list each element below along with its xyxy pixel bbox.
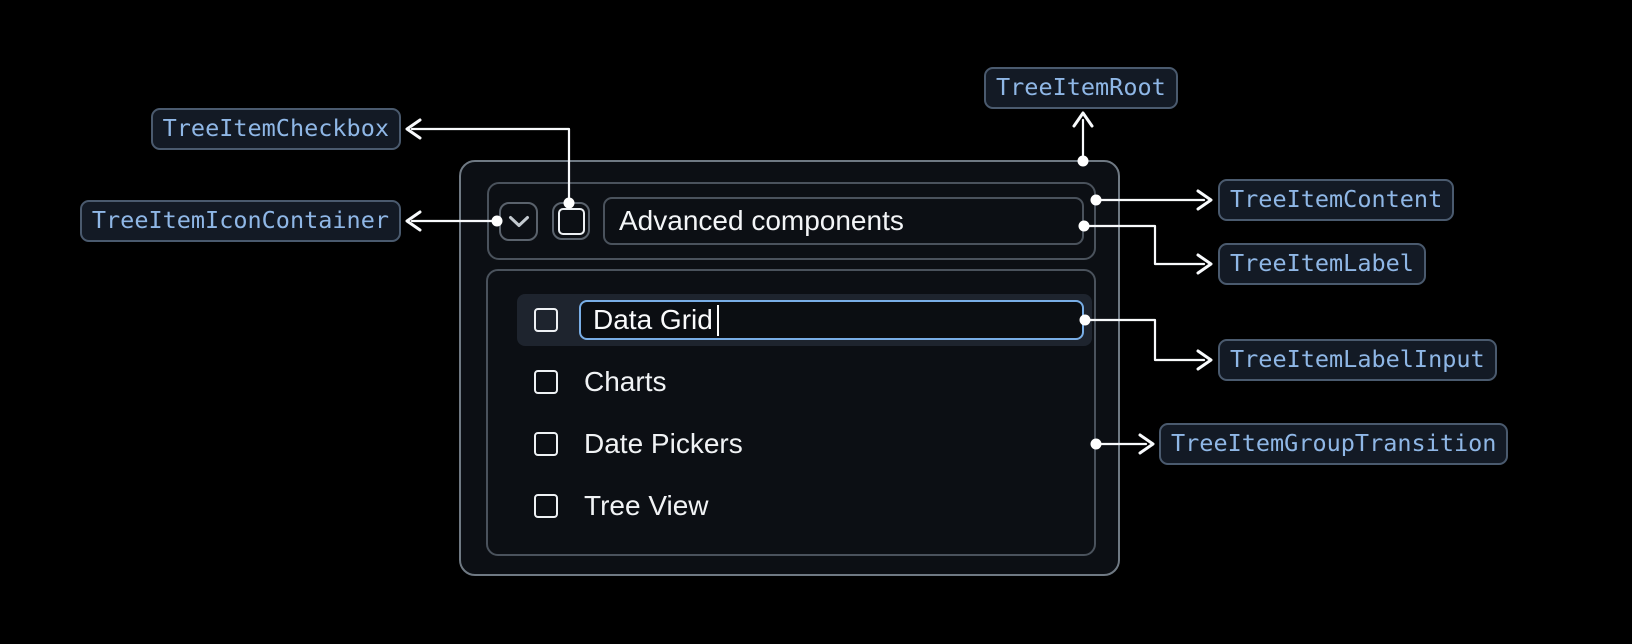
row-checkbox[interactable] bbox=[534, 370, 558, 394]
label-input-value: Data Grid bbox=[593, 304, 713, 335]
annotation-text: TreeItemRoot bbox=[996, 73, 1166, 102]
tree-item-root bbox=[459, 160, 1120, 576]
annotation-tree-item-checkbox: TreeItemCheckbox bbox=[150, 108, 401, 150]
tree-item-label-input[interactable]: Data Grid bbox=[579, 300, 1084, 340]
tree-item-checkbox[interactable] bbox=[552, 202, 590, 240]
annotation-tree-item-label: TreeItemLabel bbox=[1218, 243, 1426, 285]
tree-row[interactable]: Charts bbox=[486, 356, 1096, 408]
row-checkbox[interactable] bbox=[534, 432, 558, 456]
arrowhead-right-icon bbox=[1196, 349, 1213, 371]
chevron-down-icon bbox=[508, 215, 530, 228]
tree-row[interactable]: Tree View bbox=[486, 480, 1096, 532]
annotation-text: TreeItemIconContainer bbox=[91, 206, 389, 235]
annotation-tree-item-label-input: TreeItemLabelInput bbox=[1218, 339, 1497, 381]
arrowhead-right-icon bbox=[1196, 253, 1213, 275]
annotation-tree-item-root: TreeItemRoot bbox=[984, 67, 1178, 109]
arrowhead-left-icon bbox=[405, 210, 422, 232]
tree-row[interactable]: Date Pickers bbox=[486, 418, 1096, 470]
annotation-tree-item-content: TreeItemContent bbox=[1218, 179, 1455, 221]
annotation-text: TreeItemCheckbox bbox=[162, 114, 389, 143]
annotation-text: TreeItemGroupTransition bbox=[1171, 429, 1497, 458]
row-label: Charts bbox=[584, 366, 667, 397]
parent-item-label-text: Advanced components bbox=[619, 205, 904, 236]
checkbox-unchecked-icon bbox=[557, 207, 585, 235]
arrowhead-up-icon bbox=[1072, 111, 1094, 128]
text-caret bbox=[716, 304, 720, 336]
tree-item-content[interactable]: Advanced components bbox=[487, 182, 1096, 260]
tree-item-icon-container[interactable] bbox=[499, 201, 538, 241]
annotation-text: TreeItemContent bbox=[1230, 185, 1443, 214]
row-checkbox[interactable] bbox=[534, 308, 558, 332]
annotation-tree-item-icon-container: TreeItemIconContainer bbox=[79, 200, 401, 242]
annotation-text: TreeItemLabel bbox=[1230, 249, 1414, 278]
arrowhead-right-icon bbox=[1138, 433, 1155, 455]
row-label: Date Pickers bbox=[584, 428, 743, 459]
row-checkbox[interactable] bbox=[534, 494, 558, 518]
tree-item-group-transition bbox=[486, 269, 1096, 556]
annotation-tree-item-group-transition: TreeItemGroupTransition bbox=[1159, 423, 1509, 465]
tree-item-label[interactable]: Advanced components bbox=[603, 197, 1084, 245]
annotation-text: TreeItemLabelInput bbox=[1230, 345, 1485, 374]
arrowhead-right-icon bbox=[1196, 189, 1213, 211]
row-label: Tree View bbox=[584, 490, 709, 521]
arrowhead-left-icon bbox=[405, 118, 422, 140]
